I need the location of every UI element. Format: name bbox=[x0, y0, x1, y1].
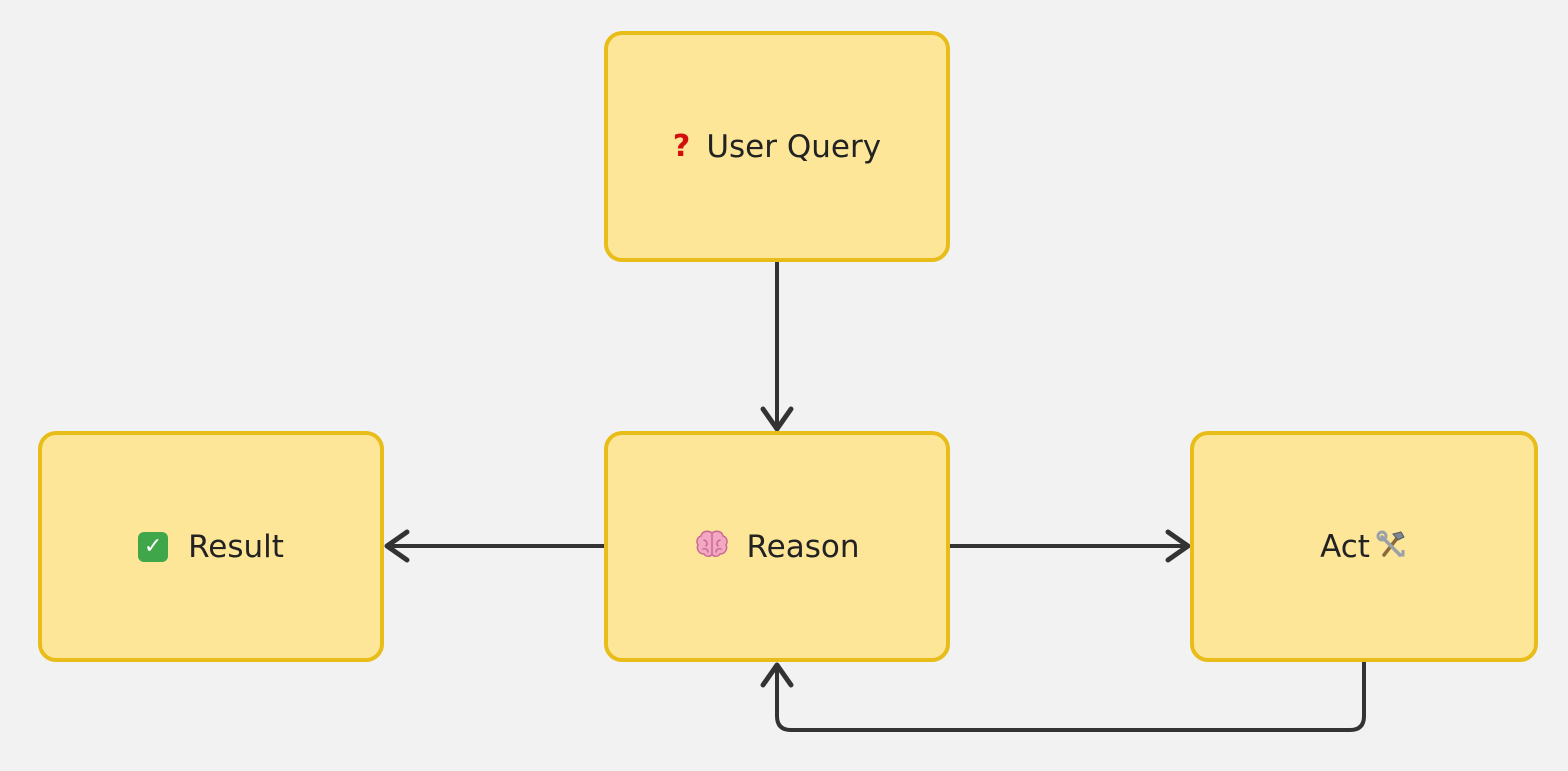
result-node: ✓ Result bbox=[38, 431, 384, 662]
result-label: Result bbox=[188, 528, 284, 565]
question-mark-icon: ? bbox=[672, 128, 691, 164]
act-label: Act bbox=[1320, 528, 1370, 565]
brain-icon bbox=[695, 529, 729, 565]
hammer-wrench-icon bbox=[1376, 528, 1408, 566]
reason-label: Reason bbox=[746, 528, 860, 565]
edge-userquery-to-reason bbox=[760, 262, 794, 432]
edge-act-to-reason bbox=[760, 662, 1366, 732]
edge-reason-to-act bbox=[950, 529, 1191, 563]
reason-node: Reason bbox=[604, 431, 950, 662]
user-query-node: ? User Query bbox=[604, 31, 950, 262]
check-mark-icon: ✓ bbox=[138, 531, 169, 562]
act-node: Act bbox=[1190, 431, 1538, 662]
user-query-label: User Query bbox=[706, 128, 882, 165]
edge-reason-to-result bbox=[384, 529, 604, 563]
